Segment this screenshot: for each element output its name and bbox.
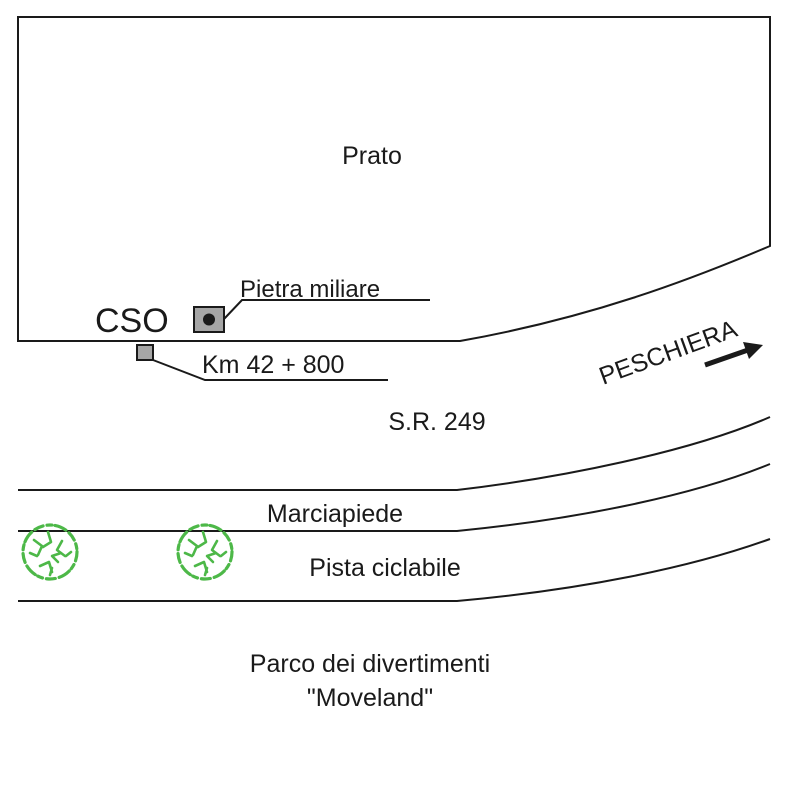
road-name-label: S.R. 249 [388,408,485,436]
marciapiede-label: Marciapiede [267,500,403,528]
cso-marker-icon [136,344,154,361]
pista-ciclabile-label: Pista ciclabile [309,554,460,582]
arrow-right-icon [704,342,763,368]
parco-label-line2: "Moveland" [307,684,433,712]
tree-icon [21,523,79,581]
peschiera-label: PESCHIERA [595,315,741,391]
km-label: Km 42 + 800 [202,351,344,379]
km-leader [152,359,388,381]
footpath-south-edge [18,463,771,532]
pietra-miliare-label: Pietra miliare [240,276,380,303]
prato-boundary [17,16,771,342]
milestone-marker-icon [193,306,225,333]
road-south-edge [18,416,771,491]
prato-label: Prato [342,142,402,170]
cso-label: CSO [95,302,169,340]
parco-label-line1: Parco dei divertimenti [250,650,490,678]
tree-icon [176,523,234,581]
pietra-miliare-leader [223,299,430,320]
cycle-lane-south-edge [18,538,771,602]
